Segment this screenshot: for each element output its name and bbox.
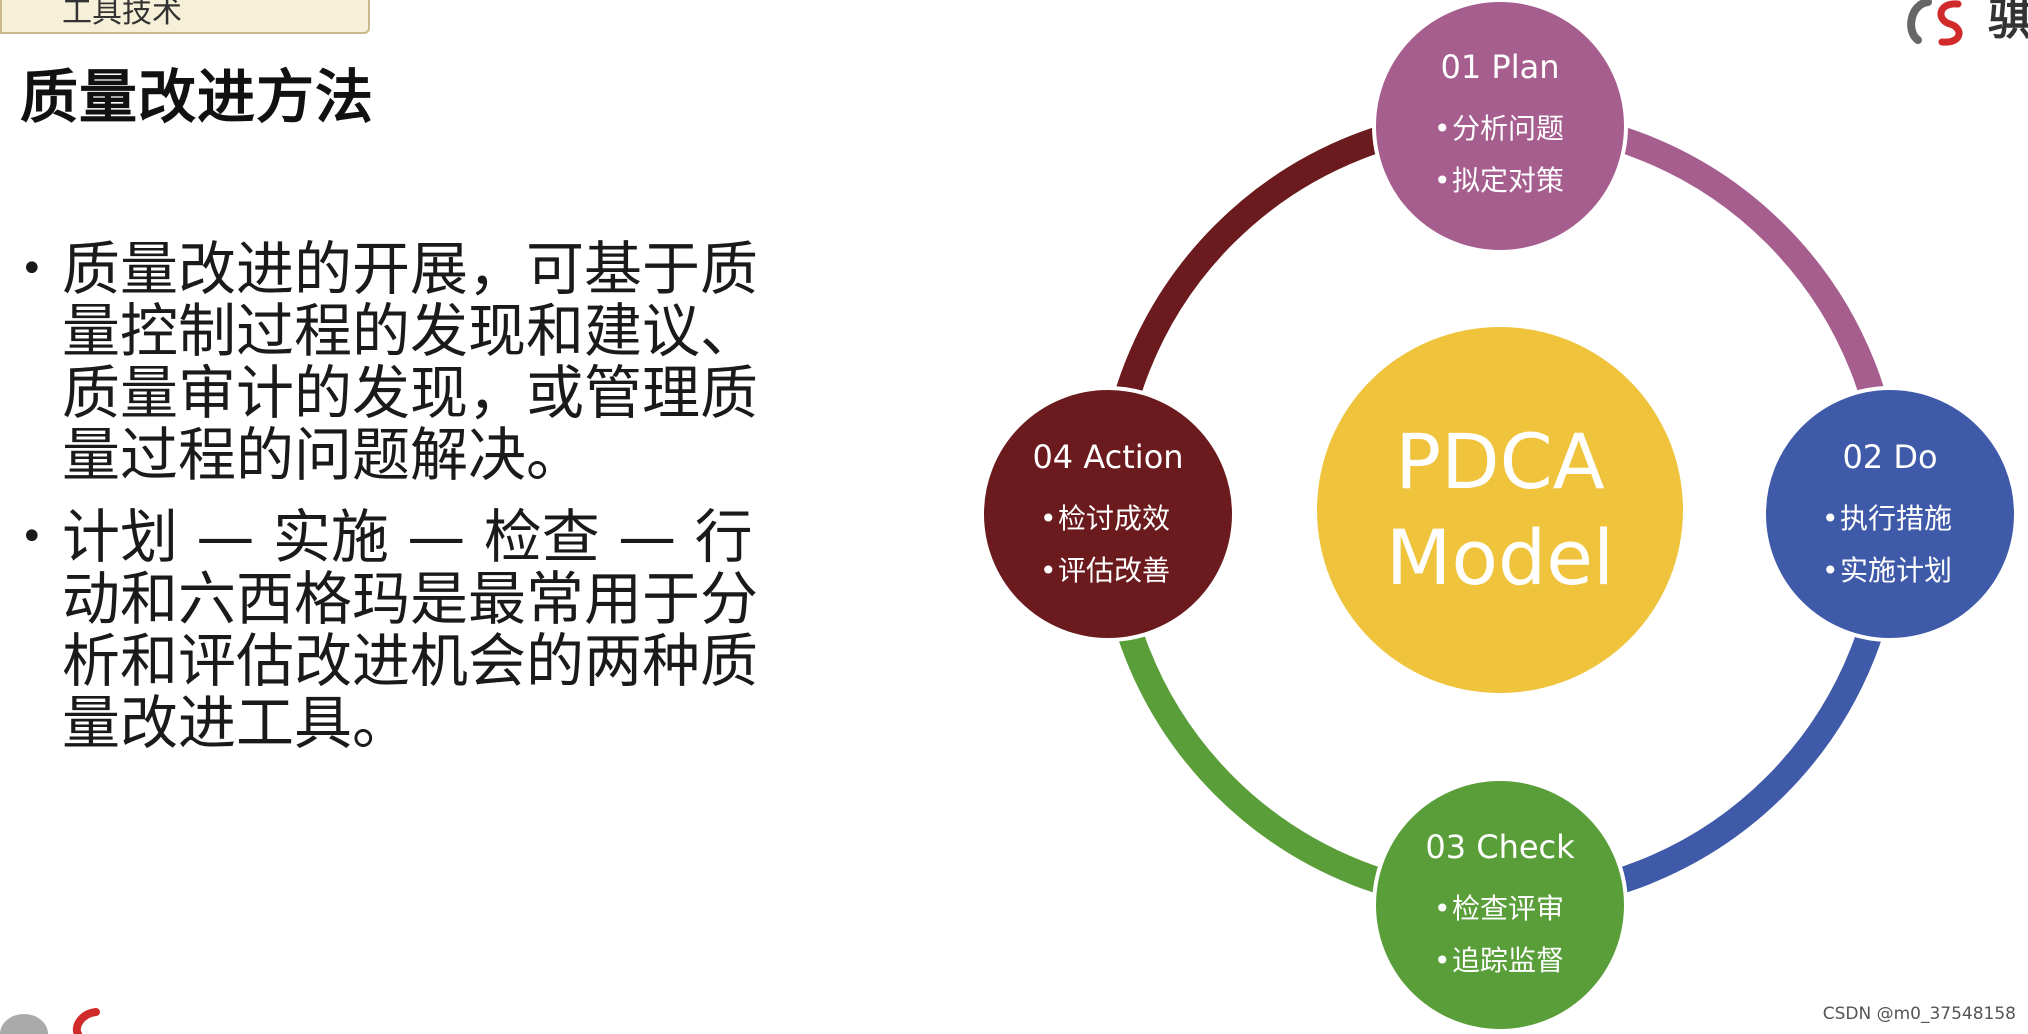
brand-logo-icon: 骐 bbox=[1907, 0, 2028, 46]
node-plan-bullet-2: • bbox=[1434, 164, 1451, 197]
node-check-circle bbox=[1372, 777, 1628, 1033]
center-circle bbox=[1317, 327, 1683, 693]
node-check: 03 Check • 检查评审 • 追踪监督 bbox=[1372, 777, 1628, 1033]
node-do-bullet-2: • bbox=[1822, 554, 1839, 587]
bullet-text: 质量改进的开展，可基于质量控制过程的发现和建议、质量审计的发现，或管理质量过程的… bbox=[62, 235, 759, 489]
node-do-circle bbox=[1762, 386, 2018, 642]
node-check-bullet-2: • bbox=[1434, 944, 1451, 977]
list-item: • 计划 — 实施 — 检查 — 行动和六西格玛是最常用于分析和评估改进机会的两… bbox=[20, 506, 760, 754]
page-title: 质量改进方法 bbox=[20, 63, 375, 131]
footer-logo-icon bbox=[0, 1008, 100, 1034]
node-action-item-1: 检讨成效 bbox=[1058, 502, 1170, 535]
node-check-item-2: 追踪监督 bbox=[1452, 944, 1564, 977]
bullet-dot-icon: • bbox=[20, 514, 44, 560]
category-tab: 工具技术 bbox=[0, 0, 370, 34]
bullet-dot-icon: • bbox=[20, 246, 44, 292]
node-do-title: 02 Do bbox=[1842, 438, 1937, 476]
node-do: 02 Do • 执行措施 • 实施计划 bbox=[1762, 386, 2018, 642]
node-action-item-2: 评估改善 bbox=[1058, 554, 1170, 587]
bullet-list: • 质量改进的开展，可基于质量控制过程的发现和建议、质量审计的发现，或管理质量过… bbox=[20, 238, 760, 774]
node-do-bullet-1: • bbox=[1822, 502, 1839, 535]
node-do-item-1: 执行措施 bbox=[1840, 502, 1952, 535]
node-action-bullet-2: • bbox=[1040, 554, 1057, 587]
node-check-item-1: 检查评审 bbox=[1452, 892, 1564, 925]
center-subtitle: Model bbox=[1386, 513, 1614, 602]
brand-logo-letter: 骐 bbox=[1988, 0, 2028, 45]
node-plan: 01 Plan • 分析问题 • 拟定对策 bbox=[1372, 0, 1628, 254]
node-action-circle bbox=[980, 386, 1236, 642]
node-plan-title: 01 Plan bbox=[1441, 48, 1560, 86]
center-title: PDCA bbox=[1395, 417, 1604, 506]
node-action-bullet-1: • bbox=[1040, 502, 1057, 535]
watermark: CSDN @m0_37548158 bbox=[1822, 1004, 2016, 1024]
node-plan-item-1: 分析问题 bbox=[1452, 112, 1564, 145]
node-check-bullet-1: • bbox=[1434, 892, 1451, 925]
list-item: • 质量改进的开展，可基于质量控制过程的发现和建议、质量审计的发现，或管理质量过… bbox=[20, 238, 760, 486]
bullet-text: 计划 — 实施 — 检查 — 行动和六西格玛是最常用于分析和评估改进机会的两种质… bbox=[62, 503, 759, 757]
node-action-title: 04 Action bbox=[1032, 438, 1183, 476]
node-plan-item-2: 拟定对策 bbox=[1452, 164, 1564, 197]
category-tab-label: 工具技术 bbox=[62, 0, 182, 30]
node-check-title: 03 Check bbox=[1425, 828, 1575, 866]
node-plan-circle bbox=[1372, 0, 1628, 254]
node-action: 04 Action • 检讨成效 • 评估改善 bbox=[980, 386, 1236, 642]
node-do-item-2: 实施计划 bbox=[1840, 554, 1952, 587]
node-plan-bullet-1: • bbox=[1434, 112, 1451, 145]
